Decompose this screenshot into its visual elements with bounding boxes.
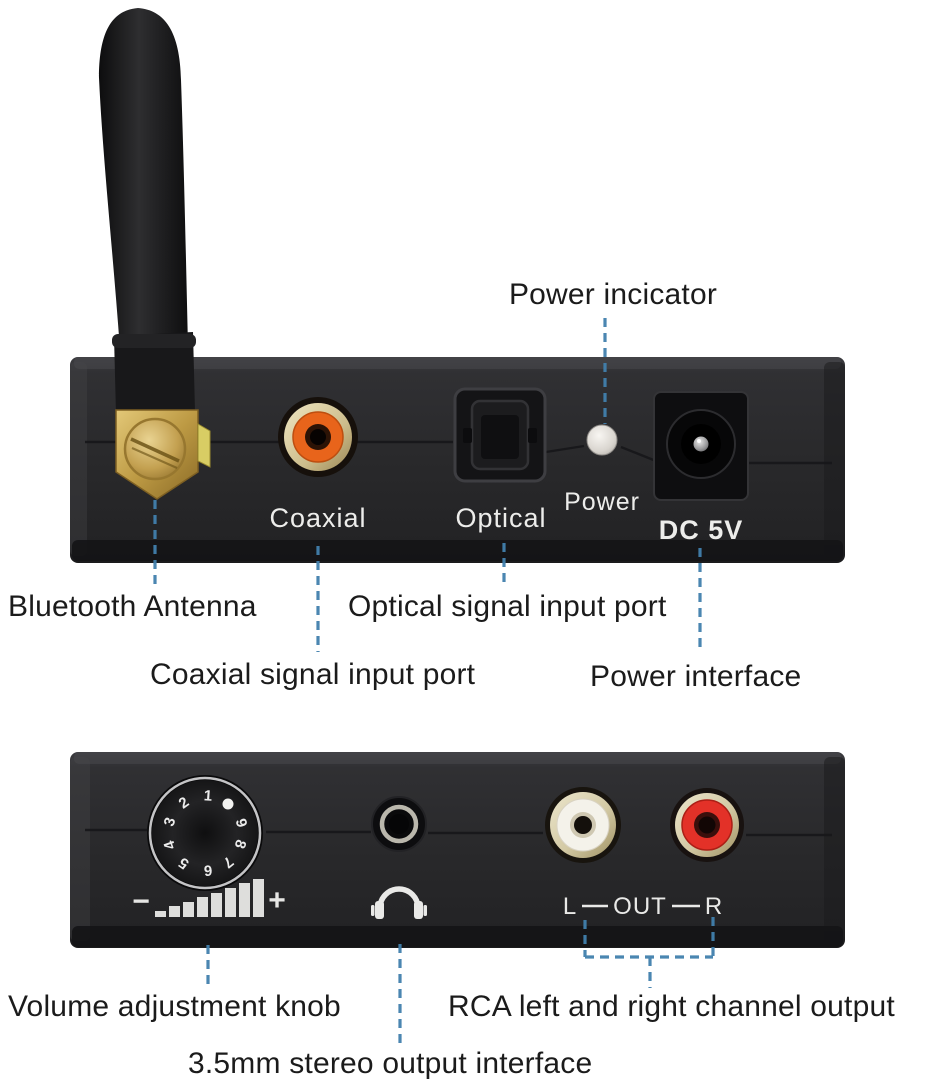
dc-power-jack bbox=[653, 391, 749, 501]
antenna-base bbox=[114, 332, 195, 414]
bluetooth-antenna bbox=[99, 8, 188, 350]
front-panel-right-edge bbox=[824, 757, 845, 943]
front-panel-device bbox=[70, 752, 845, 948]
front-panel-bottom-strip bbox=[72, 926, 843, 947]
panel-label-power: Power bbox=[564, 488, 640, 516]
volume-plus-sign: + bbox=[268, 884, 286, 917]
callout-stereo-output: 3.5mm stereo output interface bbox=[188, 1047, 593, 1080]
callout-volume-knob: Volume adjustment knob bbox=[8, 990, 341, 1023]
headphones-icon bbox=[371, 886, 427, 919]
panel-label-out: OUT bbox=[613, 893, 667, 920]
callout-power-indicator: Power incicator bbox=[508, 278, 718, 311]
antenna-collar bbox=[112, 334, 196, 348]
leader-rca-bracket bbox=[583, 917, 715, 988]
panel-label-optical: Optical bbox=[455, 503, 547, 533]
rear-panel-bottom-strip bbox=[72, 540, 843, 561]
callout-power-interface: Power interface bbox=[590, 660, 802, 693]
front-panel-seams bbox=[85, 828, 832, 837]
power-led bbox=[586, 424, 618, 456]
optical-port bbox=[453, 387, 547, 483]
rca-left-jack bbox=[545, 787, 621, 863]
panel-label-out-r: R bbox=[704, 893, 724, 920]
rear-panel-right-edge bbox=[824, 362, 845, 558]
coaxial-jack bbox=[278, 397, 358, 477]
headphone-jack bbox=[371, 796, 427, 852]
callout-coaxial-port: Coaxial signal input port bbox=[150, 658, 476, 691]
knob-indicator-dot bbox=[222, 798, 234, 810]
rear-panel-left-bevel bbox=[70, 362, 87, 556]
rca-right-jack bbox=[670, 788, 744, 862]
panel-label-dc5v: DC 5V bbox=[658, 515, 744, 545]
antenna-connector bbox=[115, 409, 211, 500]
callout-rca-output: RCA left and right channel output bbox=[448, 990, 895, 1023]
volume-scale-bars bbox=[155, 879, 264, 917]
rear-panel-device bbox=[70, 8, 845, 563]
callout-bluetooth-antenna: Bluetooth Antenna bbox=[8, 590, 257, 623]
front-panel-top-bevel bbox=[74, 752, 841, 764]
volume-minus-sign: − bbox=[132, 885, 150, 918]
panel-label-out-l: L bbox=[562, 893, 578, 920]
panel-label-coaxial: Coaxial bbox=[269, 503, 367, 533]
front-panel-left-bevel bbox=[70, 757, 90, 941]
rear-panel-top-bevel bbox=[74, 357, 841, 369]
volume-knob bbox=[147, 775, 263, 891]
callout-optical-port: Optical signal input port bbox=[348, 590, 667, 623]
